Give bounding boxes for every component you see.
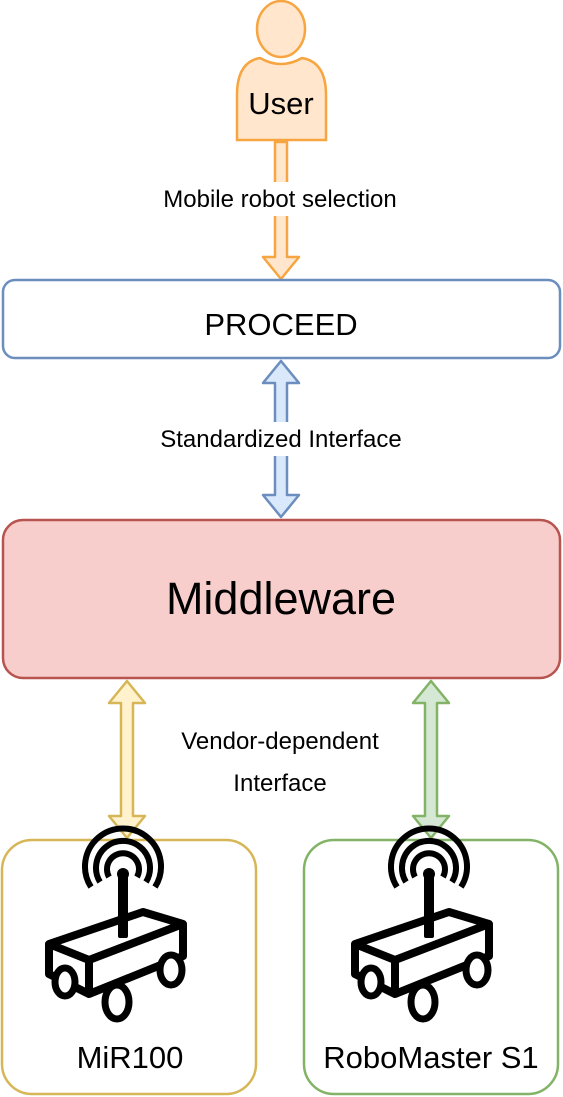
mir100-label: MiR100 xyxy=(77,1040,184,1075)
edge-label-standardized-interface: Standardized Interface xyxy=(160,426,402,453)
middleware-label: Middleware xyxy=(166,573,396,624)
edge-label-bg xyxy=(143,182,419,216)
robomaster-label: RoboMaster S1 xyxy=(323,1040,538,1075)
arrow-middleware-robomaster xyxy=(411,679,451,840)
edge-label-mobile-robot-selection: Mobile robot selection xyxy=(163,186,396,213)
edge-label-vendor-dependent: Vendor-dependent xyxy=(181,728,379,755)
proceed-label: PROCEED xyxy=(204,307,357,342)
proceed-box[interactable] xyxy=(1,278,562,360)
user-icon xyxy=(235,0,328,142)
edge-label-interface: Interface xyxy=(233,770,326,797)
edge-label-bg xyxy=(140,422,424,456)
arrow-middleware-mir100 xyxy=(107,679,147,840)
user-label: User xyxy=(248,86,313,121)
middleware-box[interactable] xyxy=(1,518,562,680)
